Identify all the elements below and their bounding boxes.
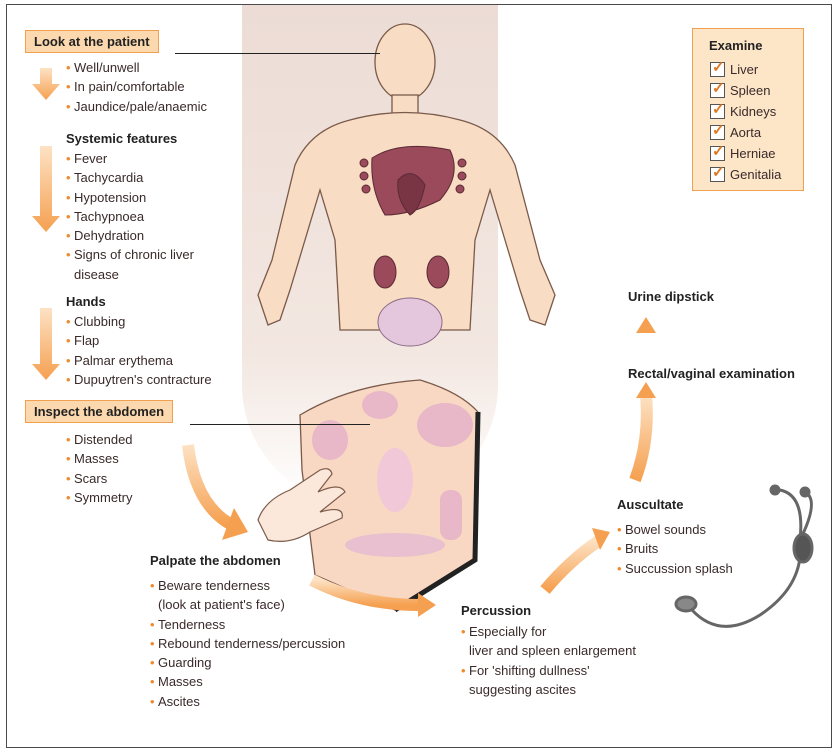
checklist-label: Genitalia bbox=[730, 167, 782, 182]
look-header: Look at the patient bbox=[25, 30, 159, 53]
list-item: liver and spleen enlargement bbox=[469, 643, 636, 659]
list-item: Tachypnoea bbox=[66, 207, 194, 227]
checkbox-checked-icon bbox=[710, 121, 725, 140]
stethoscope-icon bbox=[674, 484, 814, 628]
percussion-list: Especially for liver and spleen enlargem… bbox=[461, 622, 636, 699]
look-connector bbox=[175, 53, 380, 54]
list-item: (look at patient's face) bbox=[158, 597, 285, 613]
systemic-title: Systemic features bbox=[66, 131, 178, 146]
list-item: Especially for bbox=[461, 622, 636, 642]
examine-list: Liver Spleen Kidneys Aorta Herniae Genit… bbox=[710, 58, 782, 185]
checkbox-checked-icon bbox=[710, 58, 725, 77]
hands-list: Clubbing Flap Palmar erythema Dupuytren'… bbox=[66, 312, 212, 389]
inspect-header: Inspect the abdomen bbox=[25, 400, 174, 423]
list-item: Palmar erythema bbox=[66, 351, 212, 371]
checkbox-checked-icon bbox=[710, 100, 725, 119]
palpate-title: Palpate the abdomen bbox=[150, 553, 281, 568]
list-item: disease bbox=[74, 266, 119, 282]
checklist-label: Spleen bbox=[730, 83, 771, 98]
list-item: In pain/comfortable bbox=[66, 77, 207, 97]
list-item: Distended bbox=[66, 430, 133, 450]
palpate-list: Beware tenderness (look at patient's fac… bbox=[150, 576, 345, 711]
checklist-item: Herniae bbox=[710, 142, 781, 164]
list-item: Clubbing bbox=[66, 312, 212, 332]
look-list: Well/unwell In pain/comfortable Jaundice… bbox=[66, 58, 207, 116]
list-item: Fever bbox=[66, 149, 194, 169]
auscultate-title: Auscultate bbox=[617, 497, 684, 512]
checklist-item: Aorta bbox=[710, 121, 781, 143]
abdomen-panel bbox=[299, 379, 481, 613]
checklist-label: Liver bbox=[730, 62, 759, 77]
list-item: Symmetry bbox=[66, 488, 133, 508]
list-item: Ascites bbox=[150, 692, 345, 712]
list-item: Signs of chronic liver bbox=[66, 245, 194, 265]
percussion-title: Percussion bbox=[461, 603, 532, 618]
list-item: Dehydration bbox=[66, 226, 194, 246]
rectal-title: Rectal/vaginal examination bbox=[628, 366, 795, 381]
list-item: Well/unwell bbox=[66, 58, 207, 78]
inspect-list: Distended Masses Scars Symmetry bbox=[66, 430, 133, 507]
checkbox-checked-icon bbox=[710, 142, 725, 161]
list-item: Masses bbox=[150, 672, 345, 692]
examine-box: Examine Liver Spleen Kidneys Aorta Herni… bbox=[692, 28, 804, 191]
list-item: Scars bbox=[66, 469, 133, 489]
list-item: Dupuytren's contracture bbox=[66, 370, 212, 390]
checkbox-checked-icon bbox=[710, 79, 725, 98]
list-item: Tenderness bbox=[150, 615, 345, 635]
list-item: Hypotension bbox=[66, 188, 194, 208]
arrowhead-icon bbox=[222, 317, 656, 617]
checklist-label: Kidneys bbox=[730, 104, 777, 119]
checklist-label: Herniae bbox=[730, 146, 776, 161]
bladder-icon bbox=[377, 297, 443, 347]
down-arrow-icon bbox=[32, 68, 60, 380]
organs-icon bbox=[359, 145, 467, 289]
list-item: Succussion splash bbox=[617, 559, 733, 579]
list-item: Jaundice/pale/anaemic bbox=[66, 97, 207, 117]
list-item: Guarding bbox=[150, 653, 345, 673]
list-item: Tachycardia bbox=[66, 168, 194, 188]
systemic-list: Fever Tachycardia Hypotension Tachypnoea… bbox=[66, 149, 194, 284]
auscultate-list: Bowel sounds Bruits Succussion splash bbox=[617, 520, 733, 578]
checklist-item: Genitalia bbox=[710, 163, 782, 185]
list-item: Bowel sounds bbox=[617, 520, 733, 540]
list-item: For 'shifting dullness' bbox=[461, 661, 636, 681]
checklist-item: Spleen bbox=[710, 79, 781, 101]
list-item: Rebound tenderness/percussion bbox=[150, 634, 345, 654]
list-item: Beware tenderness bbox=[150, 576, 345, 596]
list-item: Flap bbox=[66, 331, 212, 351]
hands-title: Hands bbox=[66, 294, 106, 309]
examine-title: Examine bbox=[709, 38, 763, 53]
list-item: suggesting ascites bbox=[469, 681, 576, 697]
hand-icon bbox=[257, 468, 346, 542]
inspect-connector bbox=[190, 424, 370, 425]
checklist-item: Kidneys bbox=[710, 100, 781, 122]
checklist-label: Aorta bbox=[730, 125, 762, 140]
checkbox-checked-icon bbox=[710, 163, 725, 182]
human-body bbox=[257, 23, 556, 331]
checklist-item: Liver bbox=[710, 58, 781, 80]
list-item: Bruits bbox=[617, 539, 733, 559]
list-item: Masses bbox=[66, 449, 133, 469]
urine-title: Urine dipstick bbox=[628, 289, 714, 304]
